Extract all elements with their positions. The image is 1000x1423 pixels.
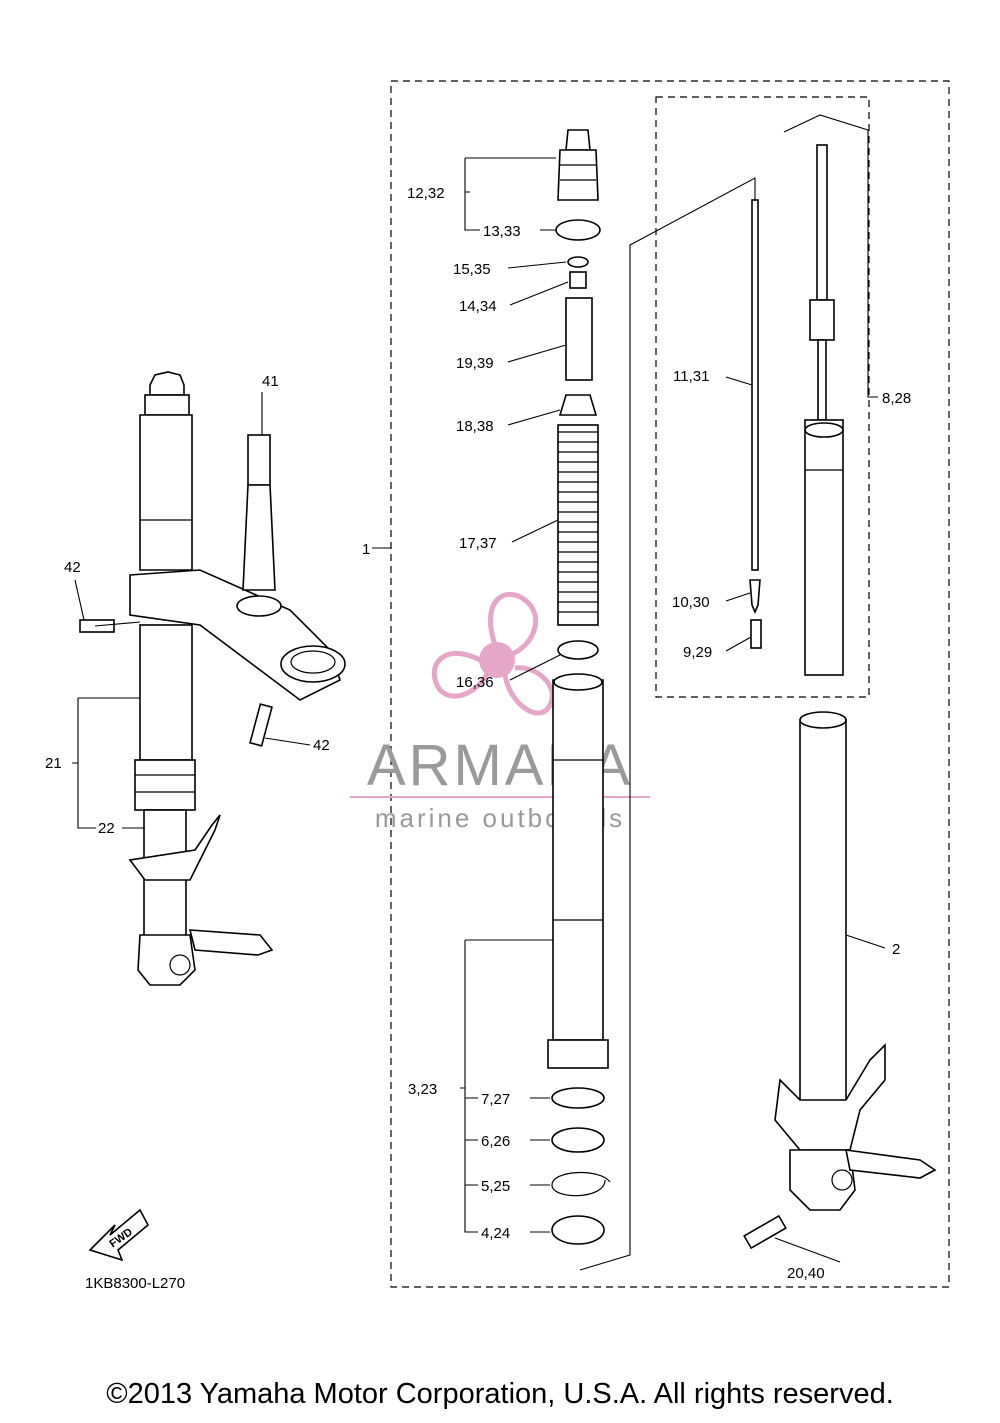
small-washer (567, 256, 589, 268)
assembled-fork (79, 371, 346, 986)
copyright-notice: ©2013 Yamaha Motor Corporation, U.S.A. A… (106, 1378, 894, 1410)
needle-10 (749, 579, 761, 615)
label-11-31: 11,31 (673, 368, 709, 385)
part-labels: 12,32 13,33 15,35 14,34 19,39 18,38 17,3… (45, 185, 911, 1292)
label-10-30: 10,30 (672, 594, 710, 611)
nut (569, 271, 587, 289)
spacer-collar (565, 297, 593, 381)
label-1: 1 (362, 541, 370, 558)
label-12-32: 12,32 (407, 185, 445, 202)
propeller-logo-icon (431, 591, 555, 716)
label-17-37: 17,37 (459, 535, 497, 552)
diagram-code: 1KB8300-L270 (85, 1275, 185, 1292)
label-42-lower: 42 (313, 737, 330, 754)
leader-lines (72, 114, 886, 1271)
fwd-arrow-icon: FWD (88, 1208, 150, 1262)
label-41: 41 (262, 373, 279, 390)
label-14-34: 14,34 (459, 298, 497, 315)
spring-9 (750, 619, 762, 649)
label-8-28: 8,28 (882, 390, 911, 407)
washer-7 (551, 1087, 605, 1109)
damper-cartridge (804, 144, 844, 676)
propeller-hub-icon (479, 642, 515, 678)
assembly-outline (390, 80, 950, 1288)
oil-seal (551, 1127, 605, 1153)
dust-seal (551, 1215, 605, 1245)
label-16-36: 16,36 (456, 674, 494, 691)
label-19-39: 19,39 (456, 355, 494, 372)
clip-5 (551, 1171, 611, 1197)
o-ring (555, 219, 601, 241)
axle-bolt (743, 1214, 787, 1250)
label-2: 2 (892, 941, 900, 958)
damper-subassembly-outline (655, 96, 870, 698)
label-3-23: 3,23 (408, 1081, 437, 1098)
ring-16 (557, 640, 599, 660)
label-21: 21 (45, 755, 62, 772)
label-7-27: 7,27 (481, 1091, 510, 1108)
rod-11 (751, 199, 759, 571)
label-42-upper: 42 (64, 559, 81, 576)
label-22: 22 (98, 820, 115, 837)
armada-watermark: ARMADA marine outboards (350, 591, 650, 833)
fork-spring (557, 424, 599, 626)
label-6-26: 6,26 (481, 1133, 510, 1150)
label-5-25: 5,25 (481, 1178, 510, 1195)
label-20-40: 20,40 (787, 1265, 825, 1282)
inner-tube (774, 711, 937, 1211)
cap-bolt (557, 129, 599, 201)
label-18-38: 18,38 (456, 418, 494, 435)
outer-tube (547, 673, 609, 1069)
spring-seat (558, 394, 598, 416)
label-15-35: 15,35 (453, 261, 491, 278)
label-9-29: 9,29 (683, 644, 712, 661)
label-4-24: 4,24 (481, 1225, 510, 1242)
label-13-33: 13,33 (483, 223, 521, 240)
